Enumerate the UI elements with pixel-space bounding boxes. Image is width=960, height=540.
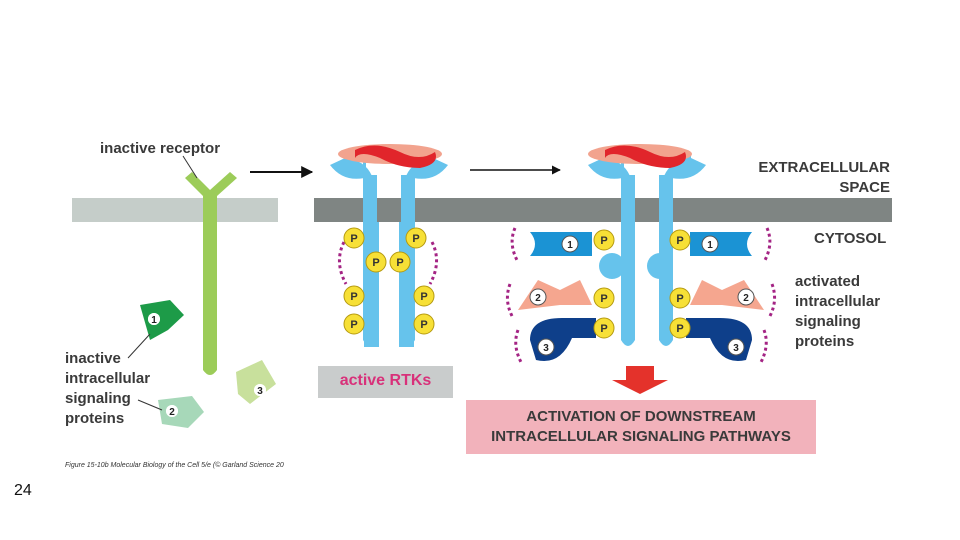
downstream-arrow	[612, 366, 668, 394]
p-label: P	[372, 257, 379, 269]
activated-proteins-label: activated intracellular signaling protei…	[795, 272, 880, 352]
inactive-receptor	[185, 172, 237, 375]
inactive-receptor-label: inactive receptor	[100, 140, 221, 157]
phosphate-groups-middle	[343, 227, 435, 335]
p-label: P	[600, 293, 607, 305]
inactive-proteins-line: signaling	[65, 390, 131, 407]
p-label: P	[420, 291, 427, 303]
inactive-proteins-label: inactive intracellular signaling protein…	[65, 349, 150, 429]
inactive-proteins-line: proteins	[65, 410, 125, 427]
protein-number: 3	[543, 343, 549, 354]
p-label: P	[600, 235, 607, 247]
p-letters: P P P P P P P P P P P P P P	[350, 233, 683, 335]
active-rtks-box	[318, 366, 453, 398]
inactive-proteins-line: intracellular	[65, 370, 151, 387]
cytosol-label: CYTOSOL	[814, 230, 887, 247]
protein-number-badges	[148, 235, 755, 417]
extracellular-label: EXTRACELLULAR SPACE	[730, 158, 890, 198]
p-label: P	[676, 323, 683, 335]
protein-number: 2	[535, 293, 541, 304]
p-label: P	[350, 319, 357, 331]
protein-number: 3	[257, 386, 263, 397]
protein-number-text: 1 1 2 2 3 3 1 2 3	[151, 240, 749, 418]
figure-caption: Figure 15-10b Molecular Biology of the C…	[65, 462, 284, 469]
activated-protein-3-left	[514, 318, 596, 365]
extracellular-line-1: EXTRACELLULAR	[758, 159, 890, 176]
activation-dashes-left	[338, 241, 348, 285]
activated-proteins-line: activated	[795, 273, 861, 290]
protein-number: 1	[567, 240, 573, 251]
protein-number: 2	[169, 407, 175, 418]
slide-number: 24	[14, 482, 32, 499]
activated-proteins-line: proteins	[795, 333, 855, 350]
activated-protein-2-right	[690, 280, 777, 317]
downstream-label: ACTIVATION OF DOWNSTREAM INTRACELLULAR S…	[466, 407, 816, 447]
protein-number: 1	[151, 315, 157, 326]
p-label: P	[600, 323, 607, 335]
p-label: P	[676, 235, 683, 247]
inactive-protein-2	[158, 396, 204, 428]
downstream-line-2: INTRACELLULAR SIGNALING PATHWAYS	[491, 428, 791, 445]
p-label: P	[676, 293, 683, 305]
protein-number: 1	[707, 240, 713, 251]
p-label: P	[350, 233, 357, 245]
activated-proteins-line: intracellular	[795, 293, 881, 310]
inactive-proteins-pointer-2	[137, 399, 163, 411]
activated-proteins-line: signaling	[795, 313, 861, 330]
protein-number: 3	[733, 343, 739, 354]
membrane-inactive	[72, 198, 278, 222]
active-rtks-label: active RTKs	[339, 372, 432, 389]
downstream-line-1: ACTIVATION OF DOWNSTREAM	[526, 408, 756, 425]
protein-number: 2	[743, 293, 749, 304]
signaling-rtk-dimer	[588, 144, 706, 346]
inactive-proteins-line: inactive	[65, 350, 121, 367]
downstream-box	[466, 400, 816, 454]
inactive-protein-3	[236, 360, 276, 404]
inactive-proteins-pointer-1	[127, 333, 151, 359]
membrane-active	[314, 198, 892, 222]
activated-protein-1-left	[510, 227, 592, 263]
p-label: P	[420, 319, 427, 331]
phosphate-groups-right	[593, 229, 691, 339]
activated-protein-3-right	[686, 318, 768, 365]
p-label: P	[412, 233, 419, 245]
p-label: P	[350, 291, 357, 303]
extracellular-line-2: SPACE	[839, 179, 890, 196]
inactive-receptor-pointer	[182, 155, 198, 179]
activated-protein-2-left	[505, 280, 592, 317]
p-label: P	[396, 257, 403, 269]
inactive-protein-1	[140, 300, 184, 340]
activation-dashes-right	[428, 241, 438, 285]
